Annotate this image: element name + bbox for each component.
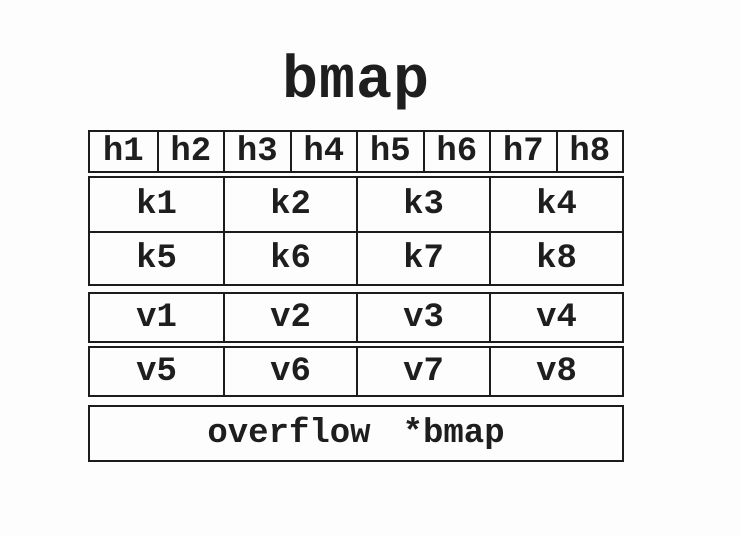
key-cell: k1	[136, 185, 177, 224]
value-cell: v4	[489, 294, 622, 341]
section-gap	[88, 397, 624, 405]
overflow-type: *bmap	[402, 414, 505, 453]
keys-row-1: k1 k2 k3 k4	[90, 178, 622, 231]
diagram-title: bmap	[281, 48, 431, 116]
tophash-cell: h4	[289, 132, 357, 171]
key-cell: k3	[356, 178, 489, 231]
value-cell: v5	[136, 352, 177, 391]
bmap-bucket-diagram: h1 h2 h3 h4 h5 h6 h7 h8 k1 k2 k3 k4 k5 k…	[88, 130, 624, 462]
tophash-cell: h8	[555, 132, 623, 171]
key-cell: k2	[223, 178, 356, 231]
key-cell: k8	[489, 233, 622, 284]
tophash-cell: h7	[489, 132, 556, 171]
tophash-cell: h6	[422, 132, 490, 171]
key-cell: k5	[136, 239, 177, 278]
overflow-label: overflow	[207, 414, 371, 453]
value-cell: v2	[223, 294, 356, 341]
key-cell: k7	[356, 233, 489, 284]
keys-row-2: k5 k6 k7 k8	[90, 231, 622, 284]
tophash-cell: h5	[356, 132, 423, 171]
value-cell: v3	[356, 294, 489, 341]
tophash-cell: h1	[102, 132, 144, 171]
values-row-1: v1 v2 v3 v4	[88, 292, 624, 343]
key-cell: k4	[489, 178, 622, 231]
value-cell: v1	[136, 298, 177, 337]
value-cell: v8	[489, 348, 622, 395]
tophash-row: h1 h2 h3 h4 h5 h6 h7 h8	[88, 130, 624, 173]
value-cell: v6	[223, 348, 356, 395]
values-row-2: v5 v6 v7 v8	[88, 346, 624, 397]
keys-section: k1 k2 k3 k4 k5 k6 k7 k8	[88, 176, 624, 286]
overflow-cell: overflow *bmap	[88, 405, 624, 462]
tophash-cell: h2	[156, 132, 224, 171]
value-cell: v7	[356, 348, 489, 395]
key-cell: k6	[223, 233, 356, 284]
tophash-cell: h3	[223, 132, 290, 171]
